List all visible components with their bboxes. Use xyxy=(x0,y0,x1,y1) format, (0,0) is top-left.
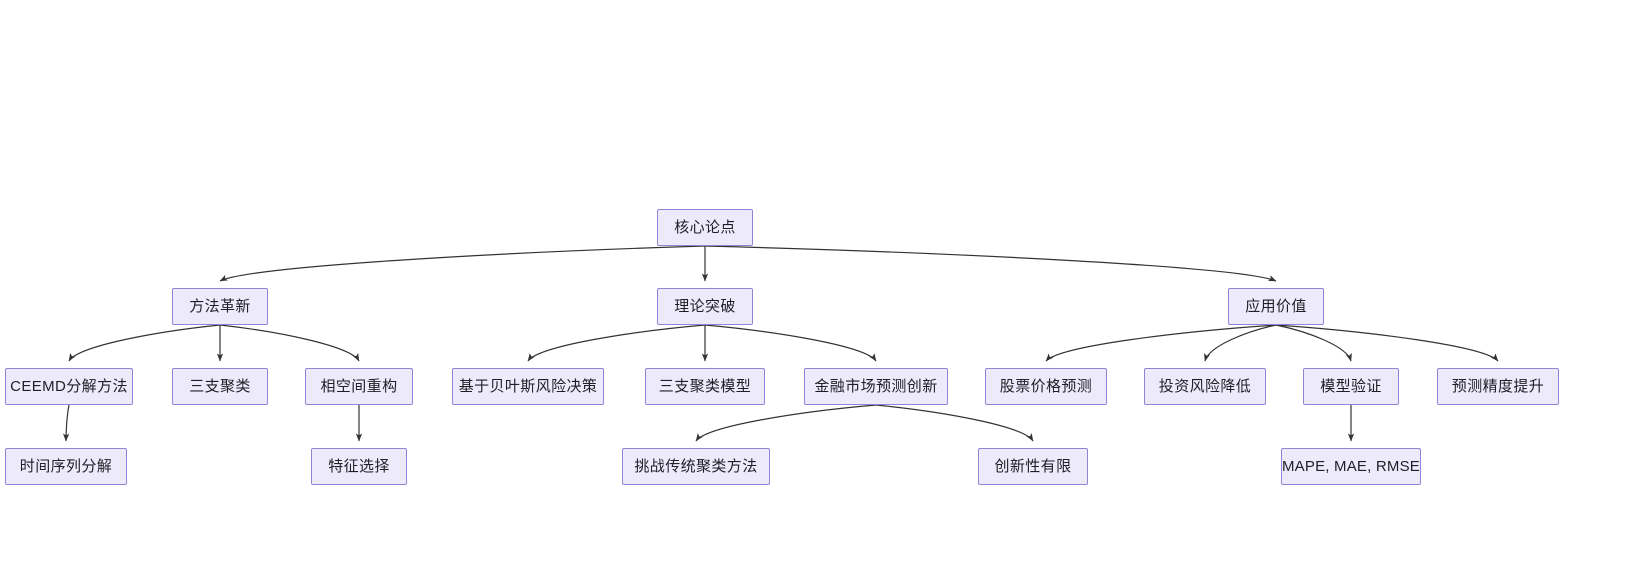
node-c3[interactable]: 相空间重构 xyxy=(305,368,413,405)
node-c4[interactable]: 基于贝叶斯风险决策 xyxy=(452,368,604,405)
node-label: 预测精度提升 xyxy=(1451,378,1545,395)
node-c9[interactable]: 模型验证 xyxy=(1303,368,1399,405)
edge-m1-to-c3 xyxy=(219,324,360,362)
node-label: 时间序列分解 xyxy=(19,458,113,475)
node-label: 三支聚类 xyxy=(189,378,251,395)
node-c5[interactable]: 三支聚类模型 xyxy=(645,368,765,405)
edge-m1-to-c1 xyxy=(68,324,221,362)
node-label: 方法革新 xyxy=(189,298,251,315)
node-c7[interactable]: 股票价格预测 xyxy=(985,368,1107,405)
edges-group xyxy=(62,245,1499,442)
edge-c6-to-d4 xyxy=(875,404,1034,442)
node-label: MAPE, MAE, RMSE xyxy=(1281,458,1421,475)
node-label: 挑战传统聚类方法 xyxy=(634,458,758,475)
node-d1[interactable]: 时间序列分解 xyxy=(5,448,127,485)
edge-m3-to-c9 xyxy=(1275,324,1352,362)
node-label: 应用价值 xyxy=(1245,298,1307,315)
node-d3[interactable]: 挑战传统聚类方法 xyxy=(622,448,770,485)
node-d4[interactable]: 创新性有限 xyxy=(978,448,1088,485)
node-m1[interactable]: 方法革新 xyxy=(172,288,268,325)
node-label: 创新性有限 xyxy=(994,458,1072,475)
node-label: 股票价格预测 xyxy=(999,378,1093,395)
edge-m3-to-c8 xyxy=(1204,324,1277,362)
node-label: 金融市场预测创新 xyxy=(814,378,938,395)
node-c1[interactable]: CEEMD分解方法 xyxy=(5,368,133,405)
node-label: 相空间重构 xyxy=(320,378,398,395)
node-label: 投资风险降低 xyxy=(1158,378,1252,395)
node-d5[interactable]: MAPE, MAE, RMSE xyxy=(1281,448,1421,485)
node-m3[interactable]: 应用价值 xyxy=(1228,288,1324,325)
edge-c6-to-d3 xyxy=(695,404,877,442)
edge-m2-to-c4 xyxy=(527,324,706,362)
node-c10[interactable]: 预测精度提升 xyxy=(1437,368,1559,405)
node-m2[interactable]: 理论突破 xyxy=(657,288,753,325)
node-c6[interactable]: 金融市场预测创新 xyxy=(804,368,948,405)
node-c8[interactable]: 投资风险降低 xyxy=(1144,368,1266,405)
edge-root-to-m1 xyxy=(219,245,706,282)
node-d2[interactable]: 特征选择 xyxy=(311,448,407,485)
node-label: 三支聚类模型 xyxy=(658,378,752,395)
node-c2[interactable]: 三支聚类 xyxy=(172,368,268,405)
edge-root-to-m3 xyxy=(704,245,1277,282)
node-label: 特征选择 xyxy=(328,458,390,475)
node-label: 基于贝叶斯风险决策 xyxy=(458,378,598,395)
node-root[interactable]: 核心论点 xyxy=(657,209,753,246)
edge-m3-to-c10 xyxy=(1275,324,1499,362)
node-label: 理论突破 xyxy=(674,298,736,315)
node-label: 核心论点 xyxy=(674,219,736,236)
edge-c1-to-d1 xyxy=(62,404,70,442)
edge-m2-to-c6 xyxy=(704,324,877,362)
edge-m3-to-c7 xyxy=(1045,324,1277,362)
node-label: CEEMD分解方法 xyxy=(10,378,128,395)
node-label: 模型验证 xyxy=(1320,378,1382,395)
